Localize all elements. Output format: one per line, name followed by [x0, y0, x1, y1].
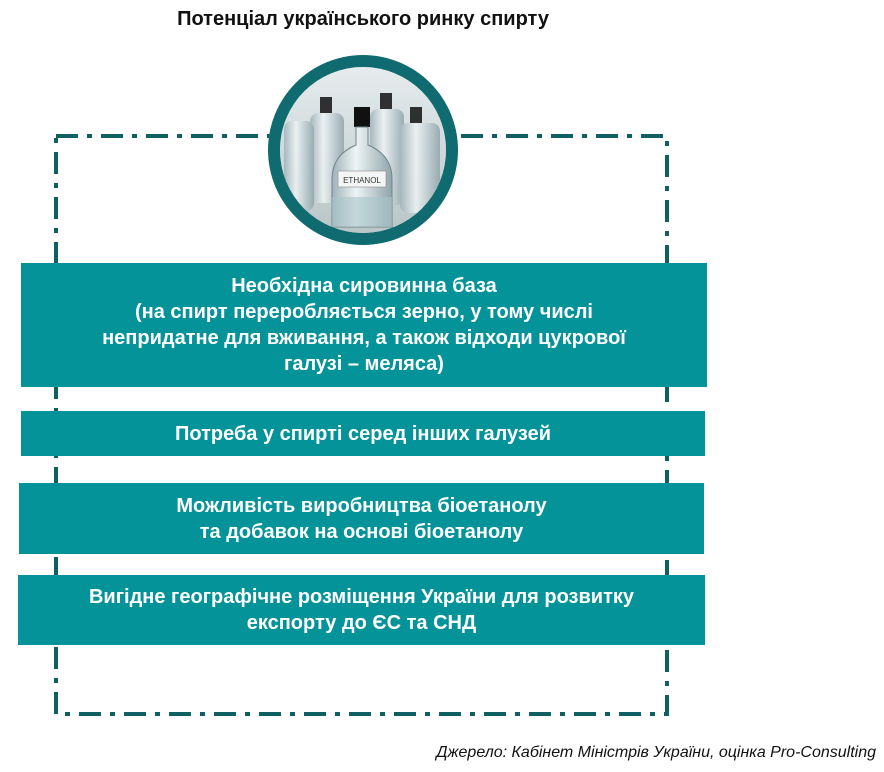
box-geographic-location: Вигідне географічне розміщення України д…	[18, 575, 705, 645]
box-bioethanol-text: Можливість виробництва біоетанолу та доб…	[176, 494, 547, 543]
diagram-title: Потенціал українського ринку спирту	[177, 8, 549, 30]
box-raw-material-base: Необхідна сировинна база (на спирт перер…	[21, 263, 707, 387]
box-raw-material-base-text: Необхідна сировинна база (на спирт перер…	[102, 275, 626, 375]
source-note: Джерело: Кабінет Міністрів України, оцін…	[436, 744, 876, 761]
box-bioethanol-production: Можливість виробництва біоетанолу та доб…	[19, 483, 704, 554]
ethanol-bottles-image: ETHANOL	[268, 55, 458, 245]
box-demand-text: Потреба у спирті серед інших галузей	[174, 422, 551, 445]
ethanol-bottles-icon: ETHANOL	[280, 67, 446, 233]
box-demand-other-industries: Потреба у спирті серед інших галузей	[21, 411, 705, 456]
box-geographic-text: Вигідне географічне розміщення України д…	[88, 586, 635, 634]
svg-text:ETHANOL: ETHANOL	[343, 176, 381, 185]
